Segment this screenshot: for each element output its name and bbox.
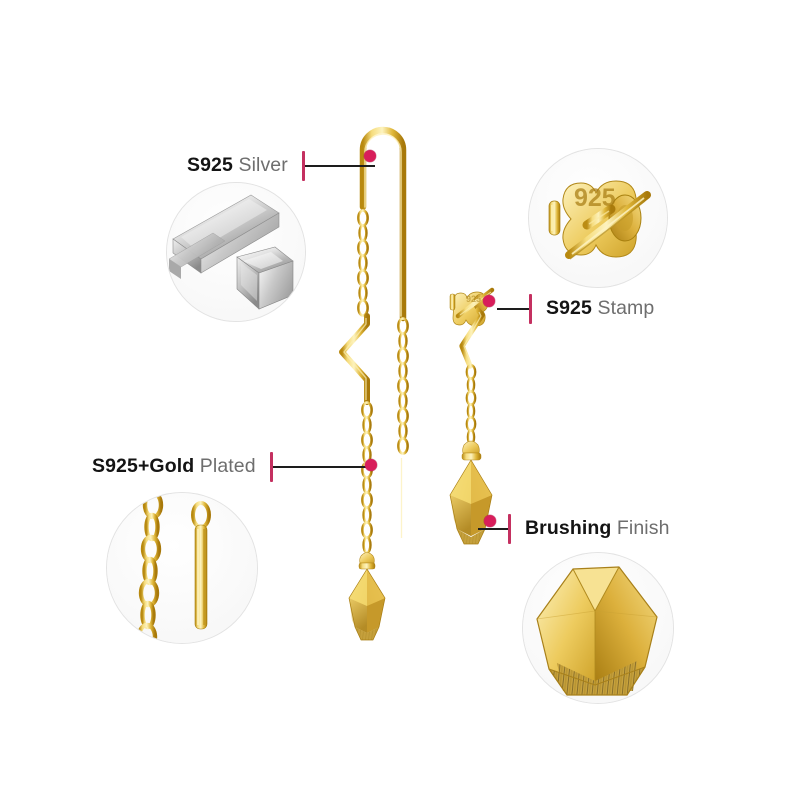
callout-brushing-tick — [508, 514, 511, 544]
callout-silver-leader — [304, 165, 375, 167]
callout-gold-subtext: Plated — [199, 455, 256, 478]
callout-silver-tick — [301, 151, 305, 181]
stamp-925-micro: 925 — [466, 294, 481, 304]
brushing-inset — [522, 552, 674, 704]
ear-wire-hook — [359, 126, 407, 322]
callout-s925-silver: S925 Silver — [187, 151, 375, 181]
callout-brushing-leader — [478, 528, 508, 530]
callout-silver-label: S925 Silver — [187, 156, 288, 176]
callout-brushing-finish: Brushing Finish — [478, 514, 670, 544]
faceted-pendant-brushed-surface — [536, 566, 658, 696]
callout-gold-tick — [269, 452, 273, 482]
marker-dot-stamp — [483, 295, 495, 307]
silver-bullion-bars — [168, 194, 294, 310]
cable-chain — [465, 363, 477, 445]
faceted-teardrop-pendant — [348, 552, 386, 641]
cable-chain — [357, 209, 369, 317]
stamp-inset: 925 — [528, 148, 668, 288]
marker-dot-silver — [364, 150, 376, 162]
callout-brushing-keyword: Brushing — [525, 517, 612, 540]
earring-back-with-925-stamp: 925 — [548, 180, 651, 260]
callout-gold-label: S925+Gold Plated — [92, 457, 256, 477]
callout-s925-gold-plated: S925+Gold Plated — [92, 452, 371, 482]
marker-dot-brushing — [484, 515, 496, 527]
callout-silver-keyword: S925 — [187, 154, 233, 177]
chevron-bar — [339, 313, 370, 405]
callout-stamp-subtext: Stamp — [597, 297, 655, 320]
marker-dot-gold-plated — [365, 459, 377, 471]
threader-earring-left — [330, 112, 460, 652]
silver-bars-inset — [166, 182, 306, 322]
callout-s925-stamp: S925 Stamp — [497, 294, 654, 324]
callout-stamp-keyword: S925 — [546, 297, 592, 320]
chevron-bar — [459, 307, 485, 369]
callout-stamp-label: S925 Stamp — [546, 299, 654, 319]
callout-brushing-label: Brushing Finish — [525, 519, 670, 539]
callout-gold-keyword: S925+Gold — [92, 455, 195, 478]
callout-gold-leader — [272, 466, 371, 468]
callout-stamp-tick — [529, 294, 532, 324]
gold-chain-and-bar-detail — [136, 493, 211, 643]
chain-inset — [106, 492, 258, 644]
callout-silver-subtext: Silver — [238, 154, 288, 177]
cable-chain-long — [397, 317, 409, 455]
callout-stamp-leader — [497, 308, 529, 310]
callout-brushing-subtext: Finish — [616, 517, 670, 540]
